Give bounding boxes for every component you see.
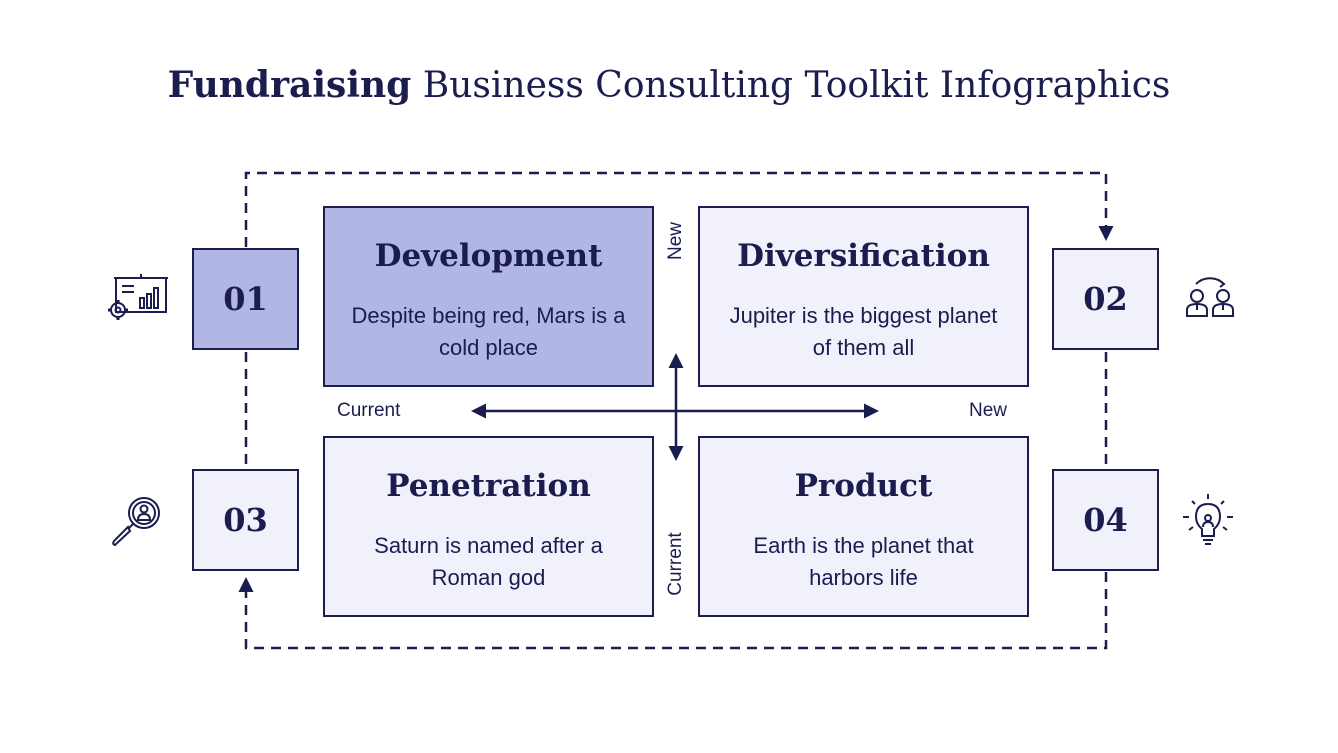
- y-axis-top-label: New: [665, 222, 686, 261]
- quadrant-description: Earth is the planet that harbors life: [753, 533, 974, 590]
- step-01-box: 01: [192, 248, 299, 350]
- quadrant-description: Despite being red, Mars is a cold place: [351, 303, 626, 360]
- y-axis-bottom-label: Current: [665, 532, 686, 596]
- x-axis-left-label: Current: [337, 400, 401, 421]
- step-03-box: 03: [192, 469, 299, 571]
- title-rest: Business Consulting Toolkit Infographics: [411, 65, 1171, 106]
- page-title: Fundraising Business Consulting Toolkit …: [0, 64, 1338, 106]
- quadrant-heading: Development: [374, 238, 603, 274]
- lightbulb-idea-icon: [1183, 494, 1233, 545]
- presentation-chart-icon: [108, 274, 168, 320]
- dashed-top-path: [244, 171, 1114, 247]
- axis-arrows: [471, 353, 879, 461]
- dashed-bottom-path: [238, 572, 1108, 650]
- quadrant-product: Product Earth is the planet that harbors…: [698, 436, 1029, 617]
- quadrant-heading: Diversification: [737, 238, 990, 274]
- quadrant-description: Saturn is named after a Roman god: [374, 533, 603, 590]
- step-02-box: 02: [1052, 248, 1159, 350]
- quadrant-development: Development Despite being red, Mars is a…: [323, 206, 654, 387]
- dashed-loop: [238, 171, 1114, 650]
- quadrant-heading: Penetration: [386, 468, 591, 504]
- title-bold: Fundraising: [167, 64, 412, 106]
- quadrant-heading: Product: [794, 468, 933, 504]
- step-04-box: 04: [1052, 469, 1159, 571]
- quadrant-description: Jupiter is the biggest planet of them al…: [729, 303, 998, 360]
- quadrant-penetration: Penetration Saturn is named after a Roma…: [323, 436, 654, 617]
- x-axis-right-label: New: [969, 400, 1008, 421]
- user-search-icon: [112, 497, 160, 547]
- quadrant-diversification: Diversification Jupiter is the biggest p…: [698, 206, 1029, 387]
- team-cycle-icon: [1186, 277, 1234, 317]
